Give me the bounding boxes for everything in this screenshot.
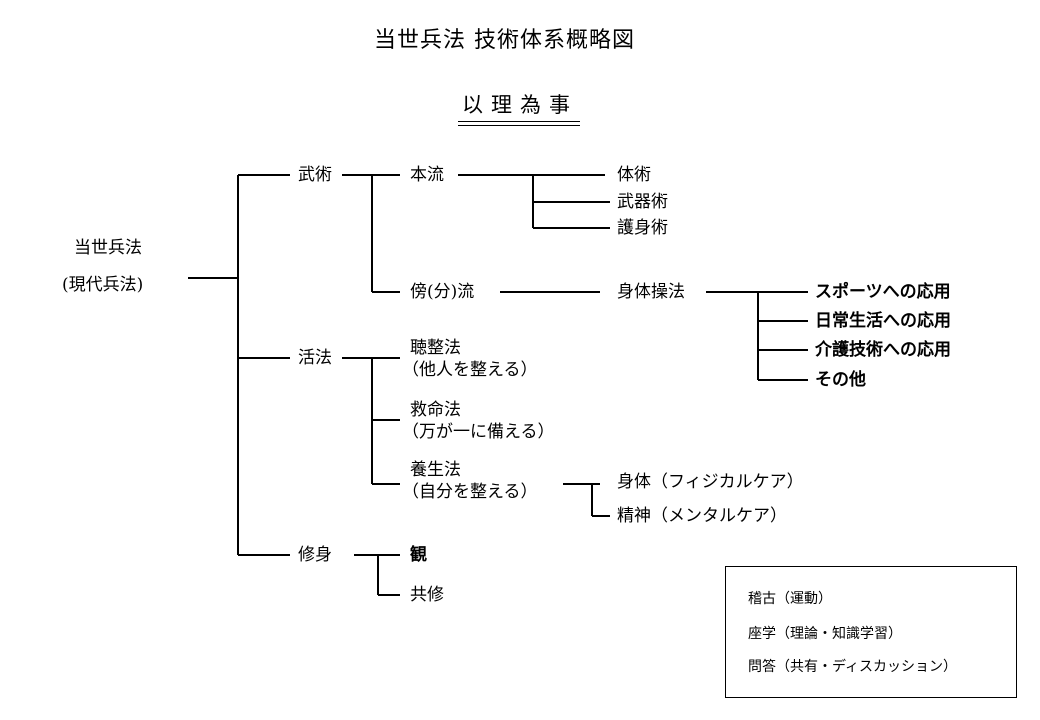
leaf-other: その他 [815, 370, 866, 390]
node-kyumeiho-sub: （万が一に備える） [402, 422, 555, 442]
leaf-bukijutsu: 武器術 [617, 192, 668, 212]
leaf-nursing-application: 介護技術への応用 [815, 340, 951, 360]
motto: 以理為事 [462, 93, 578, 117]
node-choseiho-sub: （他人を整える） [402, 360, 538, 380]
leaf-taijutsu: 体術 [617, 165, 651, 185]
node-kappo: 活法 [298, 348, 332, 368]
leaf-physical-care: 身体（フィジカルケア） [617, 472, 804, 492]
legend-item-zagaku: 座学（理論・知識学習） [748, 626, 902, 642]
leaf-sports-application: スポーツへの応用 [815, 282, 951, 302]
legend-box [725, 566, 1017, 698]
diagram-title: 当世兵法 技術体系概略図 [374, 28, 635, 53]
node-kyumeiho: 救命法 [410, 400, 461, 420]
root-node-subtitle: (現代兵法) [62, 275, 144, 295]
leaf-goshinjutsu: 護身術 [617, 218, 668, 238]
node-boryu: 傍(分)流 [410, 282, 475, 302]
root-node-title: 当世兵法 [74, 238, 142, 258]
node-shintai-soho: 身体操法 [617, 282, 685, 302]
node-yojoho-sub: （自分を整える） [402, 482, 538, 502]
node-yojoho: 養生法 [410, 460, 461, 480]
node-honryu: 本流 [410, 165, 444, 185]
legend-item-keiko: 稽古（運動） [748, 591, 832, 607]
leaf-kyoshu: 共修 [410, 585, 444, 605]
node-choseiho: 聴整法 [410, 338, 461, 358]
leaf-daily-life-application: 日常生活への応用 [815, 311, 951, 331]
motto-underline-1 [458, 121, 580, 122]
leaf-mental-care: 精神（メンタルケア） [617, 506, 787, 526]
node-bujutsu: 武術 [298, 165, 332, 185]
leaf-kan: 観 [410, 545, 427, 565]
legend-item-mondo: 問答（共有・ディスカッション） [748, 659, 958, 675]
motto-underline-2 [458, 125, 580, 126]
node-shushin: 修身 [298, 545, 332, 565]
